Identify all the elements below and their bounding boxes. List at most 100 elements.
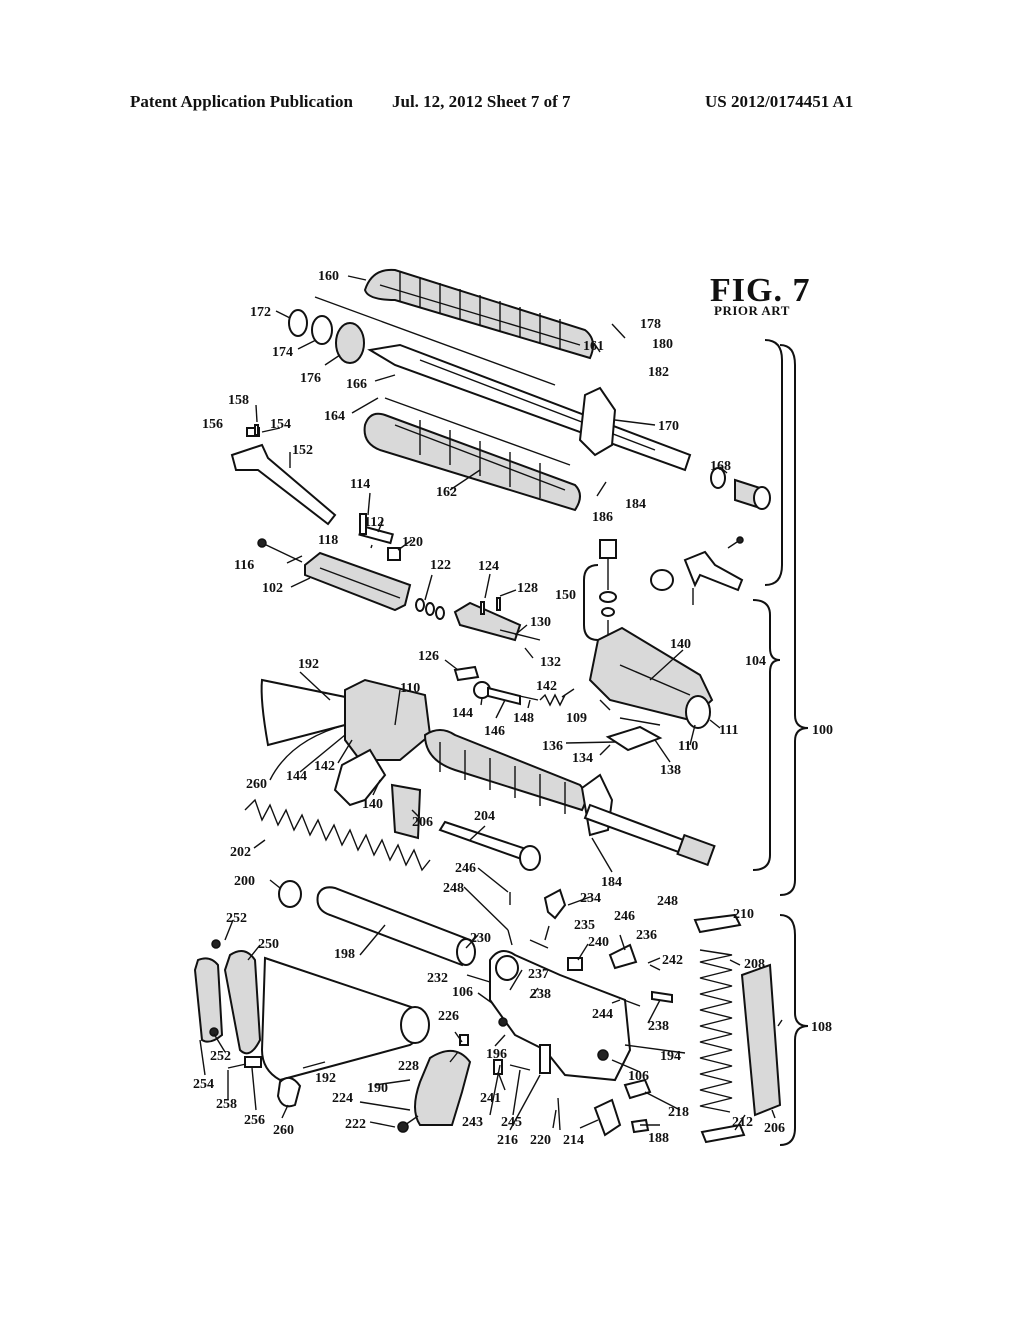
reference-labels: 160 161 172 174 176 166 164 170 178 180 … bbox=[193, 269, 833, 1148]
label-224: 224 bbox=[332, 1091, 353, 1106]
label-128: 128 bbox=[517, 581, 538, 596]
handguard-bottom-drawing bbox=[363, 412, 581, 512]
label-106-upper: 106 bbox=[452, 985, 473, 1000]
label-132: 132 bbox=[540, 655, 561, 670]
label-192-lower: 192 bbox=[315, 1071, 336, 1086]
label-102: 102 bbox=[262, 581, 283, 596]
label-246-upper: 246 bbox=[455, 861, 476, 876]
upper-receiver-drawing bbox=[588, 626, 714, 729]
label-235: 235 bbox=[574, 918, 595, 933]
label-184-upper: 184 bbox=[625, 497, 646, 512]
label-150: 150 bbox=[555, 588, 576, 603]
buffer-drawing bbox=[438, 820, 541, 871]
delta-ring-drawing bbox=[335, 322, 365, 364]
label-162: 162 bbox=[436, 485, 457, 500]
label-258: 258 bbox=[216, 1097, 237, 1112]
flash-hider-drawing bbox=[710, 467, 771, 510]
page-header: Patent Application Publication Jul. 12, … bbox=[130, 92, 890, 116]
label-130: 130 bbox=[530, 615, 551, 630]
label-214: 214 bbox=[563, 1133, 584, 1148]
label-228: 228 bbox=[398, 1059, 419, 1074]
label-248-upper: 248 bbox=[443, 881, 464, 896]
label-170: 170 bbox=[658, 419, 679, 434]
rear-sight-group-drawing bbox=[599, 536, 744, 638]
label-186: 186 bbox=[592, 510, 613, 525]
label-254: 254 bbox=[193, 1077, 214, 1092]
label-138: 138 bbox=[660, 763, 681, 778]
assembled-rifle-drawing bbox=[260, 678, 716, 867]
label-194: 194 bbox=[660, 1049, 681, 1064]
label-114: 114 bbox=[350, 477, 370, 492]
label-244: 244 bbox=[592, 1007, 613, 1022]
label-172: 172 bbox=[250, 305, 271, 320]
weld-spring-drawing bbox=[311, 315, 333, 345]
magazine-drawing bbox=[740, 963, 782, 1117]
front-sight-drawing bbox=[578, 386, 617, 457]
label-248-lower: 248 bbox=[657, 894, 678, 909]
buttplate-drawing bbox=[193, 939, 262, 1055]
label-122: 122 bbox=[430, 558, 451, 573]
brace-104 bbox=[752, 599, 781, 871]
label-178: 178 bbox=[640, 317, 661, 332]
pistol-grip-drawing bbox=[397, 1034, 472, 1133]
label-142-rifle: 142 bbox=[314, 759, 335, 774]
label-110-rifle: 110 bbox=[400, 681, 420, 696]
label-230: 230 bbox=[470, 931, 491, 946]
label-144-rifle: 144 bbox=[286, 769, 307, 784]
label-210: 210 bbox=[733, 907, 754, 922]
label-158: 158 bbox=[228, 393, 249, 408]
label-234: 234 bbox=[580, 891, 601, 906]
label-182: 182 bbox=[648, 365, 669, 380]
brace-108 bbox=[779, 914, 809, 1146]
label-252-lower: 252 bbox=[210, 1049, 231, 1064]
label-245: 245 bbox=[501, 1115, 522, 1130]
label-161: 161 bbox=[583, 339, 604, 354]
label-226: 226 bbox=[438, 1009, 459, 1024]
label-202: 202 bbox=[230, 845, 251, 860]
label-168: 168 bbox=[710, 459, 731, 474]
publication-number: US 2012/0174451 A1 bbox=[705, 92, 854, 111]
label-112: 112 bbox=[364, 515, 384, 530]
label-148: 148 bbox=[513, 711, 534, 726]
label-198: 198 bbox=[334, 947, 355, 962]
label-212: 212 bbox=[732, 1115, 753, 1130]
label-256: 256 bbox=[244, 1113, 265, 1128]
label-134: 134 bbox=[572, 751, 593, 766]
label-110-upper: 110 bbox=[678, 739, 698, 754]
label-180: 180 bbox=[652, 337, 673, 352]
label-241: 241 bbox=[480, 1091, 501, 1106]
label-190: 190 bbox=[367, 1081, 388, 1096]
brace-100 bbox=[779, 344, 809, 896]
label-238-lower: 238 bbox=[648, 1019, 669, 1034]
label-146: 146 bbox=[484, 724, 505, 739]
forward-assist-drawing bbox=[473, 681, 566, 707]
label-184-rifle: 184 bbox=[601, 875, 622, 890]
gas-key-drawing bbox=[358, 513, 401, 561]
label-116: 116 bbox=[234, 558, 254, 573]
label-118: 118 bbox=[318, 533, 338, 548]
label-108: 108 bbox=[811, 1020, 832, 1035]
label-164: 164 bbox=[324, 409, 345, 424]
label-136: 136 bbox=[542, 739, 563, 754]
label-216: 216 bbox=[497, 1133, 518, 1148]
figure-title: FIG. 7 bbox=[710, 272, 811, 309]
label-152: 152 bbox=[292, 443, 313, 458]
label-260-lower: 260 bbox=[273, 1123, 294, 1138]
label-140-upper: 140 bbox=[670, 637, 691, 652]
buffer-spring-drawing bbox=[244, 798, 431, 872]
gas-rings-drawing bbox=[415, 598, 445, 620]
brace-upper-barrel-group bbox=[764, 339, 783, 586]
label-111: 111 bbox=[719, 723, 738, 738]
label-218: 218 bbox=[668, 1105, 689, 1120]
publication-title: Patent Application Publication bbox=[130, 92, 353, 111]
label-100: 100 bbox=[812, 723, 833, 738]
label-200: 200 bbox=[234, 874, 255, 889]
label-242: 242 bbox=[662, 953, 683, 968]
label-246-lower: 246 bbox=[614, 909, 635, 924]
label-204: 204 bbox=[474, 809, 495, 824]
label-252-upper: 252 bbox=[226, 911, 247, 926]
magazine-catch-drawing bbox=[693, 913, 742, 1113]
charging-handle-drawing bbox=[230, 424, 337, 526]
label-144-upper: 144 bbox=[452, 706, 473, 721]
heat-shield-drawing bbox=[384, 397, 571, 466]
